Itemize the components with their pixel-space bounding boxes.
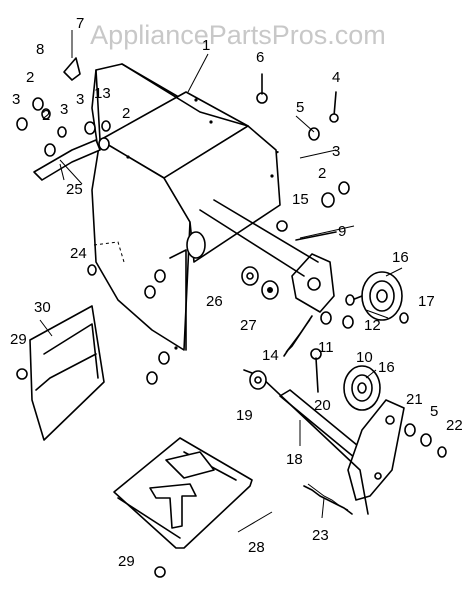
callout-11: 11: [318, 339, 334, 356]
callout-23: 23: [312, 527, 329, 544]
callout-29: 29: [10, 331, 27, 348]
callout-26: 26: [206, 293, 223, 310]
part-bracket-left: [33, 139, 101, 185]
callout-16: 16: [392, 249, 409, 266]
callout-labels: 1 2 2 2 2 3 3 3 3 4 5 5 6 7 8 9 10 11 12…: [10, 15, 463, 570]
part-shaft-arm: [243, 369, 405, 515]
part-housing: [91, 63, 281, 351]
callout-1: 1: [202, 37, 210, 54]
callout-13: 13: [94, 85, 111, 102]
callout-2: 2: [26, 69, 34, 86]
callout-24: 24: [70, 245, 87, 262]
callout-8: 8: [36, 41, 44, 58]
part-base-plate: [113, 437, 253, 549]
callout-6: 6: [256, 49, 264, 66]
watermark: AppliancePartsPros.com: [90, 20, 386, 50]
callout-9: 9: [338, 223, 346, 240]
callout-18: 18: [286, 451, 303, 468]
callout-28: 28: [248, 539, 265, 556]
part-hardware: [16, 57, 447, 578]
callout-3: 3: [76, 91, 84, 108]
callout-12: 12: [364, 317, 381, 334]
part-spring-lower: [303, 483, 353, 515]
callout-3: 3: [332, 143, 340, 160]
callout-15: 15: [292, 191, 309, 208]
callout-2: 2: [318, 165, 326, 182]
part-bushings: [241, 266, 279, 300]
callout-7: 7: [76, 15, 84, 32]
callout-30: 30: [34, 299, 51, 316]
callout-21: 21: [406, 391, 423, 408]
part-spacer-19: [249, 370, 267, 390]
callout-3: 3: [12, 91, 20, 108]
callout-17: 17: [418, 293, 435, 310]
part-pulley-upper: [351, 271, 403, 321]
callout-20: 20: [314, 397, 331, 414]
leader-lines: [39, 30, 403, 533]
part-spring-upper: [283, 315, 313, 357]
part-idler-arm: [199, 199, 337, 313]
callout-14: 14: [262, 347, 279, 364]
part-side-shield: [29, 305, 105, 441]
callout-22: 22: [446, 417, 463, 434]
callout-5: 5: [430, 403, 438, 420]
callout-16: 16: [378, 359, 395, 376]
callout-19: 19: [236, 407, 253, 424]
part-bolt-20: [310, 348, 322, 393]
callout-4: 4: [332, 69, 340, 86]
callout-27: 27: [240, 317, 257, 334]
callout-25: 25: [66, 181, 83, 198]
callout-5: 5: [296, 99, 304, 116]
callout-10: 10: [356, 349, 373, 366]
part-pulley-lower: [343, 365, 381, 411]
callout-29: 29: [118, 553, 135, 570]
callout-3: 3: [60, 101, 68, 118]
callout-2: 2: [122, 105, 130, 122]
callout-2: 2: [42, 107, 50, 124]
